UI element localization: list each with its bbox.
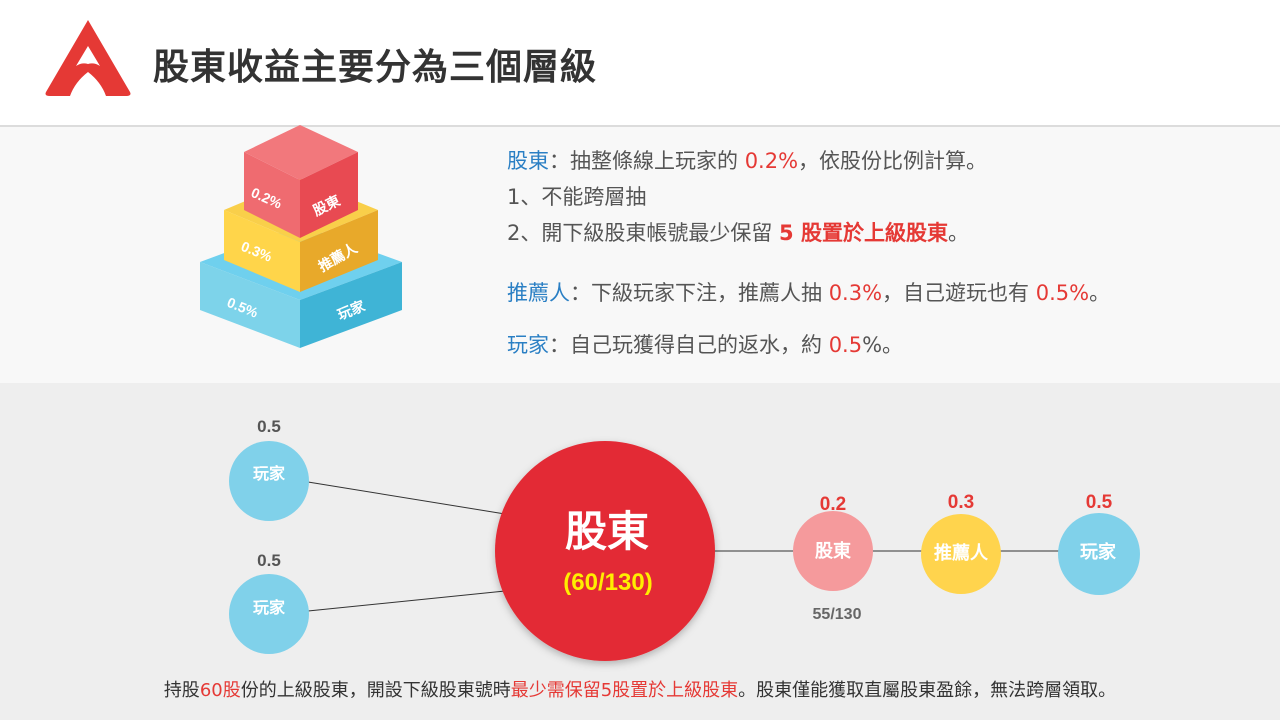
desc-referrer: 推薦人：下級玩家下注，推薦人抽 0.3%，自己遊玩也有 0.5%。 bbox=[507, 277, 1110, 307]
chain-referrer-label: 推薦人 bbox=[934, 542, 989, 564]
left-player-value: 0.5 bbox=[257, 551, 281, 570]
connector-line bbox=[307, 481, 506, 515]
logo-icon bbox=[45, 20, 131, 96]
footer-text-3: 。股東僅能獲取直屬股東盈餘，無法跨層領取。 bbox=[738, 680, 1117, 701]
footer-highlight-1: 60股 bbox=[199, 680, 241, 701]
desc-rule-2-text1: 2、開下級股東帳號最少保留 bbox=[507, 221, 780, 245]
chain-referrer-value: 0.3 bbox=[948, 492, 974, 513]
hierarchy-diagram: 0.5 玩家 0.5 玩家 股東 (60/130) 0.2 股東 55/130 … bbox=[229, 417, 1140, 661]
header: 股東收益主要分為三個層級 bbox=[0, 0, 1280, 127]
desc-shareholder-value: 0.2% bbox=[744, 149, 799, 173]
desc-shareholder-text2: ，依股份比例計算。 bbox=[798, 149, 988, 173]
chain-player-node: 0.5 玩家 bbox=[1058, 492, 1140, 595]
desc-player-text2: %。 bbox=[862, 333, 904, 357]
desc-shareholder-text1: ：抽整條線上玩家的 bbox=[549, 149, 745, 173]
page-title: 股東收益主要分為三個層級 bbox=[153, 47, 598, 88]
desc-player-value: 0.5 bbox=[828, 333, 863, 357]
desc-shareholder-label: 股東 bbox=[507, 149, 549, 173]
main-shareholder-shares: (60/130) bbox=[563, 569, 652, 596]
footer-note: 持股60股份的上級股東，開設下級股東號時最少需保留5股置於上級股東。股東僅能獲取… bbox=[0, 676, 1280, 702]
chain-shareholder-label: 股東 bbox=[814, 540, 851, 562]
chain-shareholder-shares: 55/130 bbox=[813, 606, 862, 623]
chain-shareholder-node: 0.2 股東 55/130 bbox=[793, 494, 873, 623]
desc-rule-2-text2: 。 bbox=[947, 221, 969, 245]
desc-referrer-label: 推薦人 bbox=[507, 281, 570, 305]
footer-text-2: 份的上級股東，開設下級股東號時 bbox=[240, 680, 511, 701]
pyramid-level-shareholder: 0.2% 股東 bbox=[244, 125, 358, 238]
left-player-node: 0.5 玩家 bbox=[229, 417, 309, 521]
desc-rule-1: 1、不能跨層抽 bbox=[507, 185, 647, 209]
description-section bbox=[0, 127, 1280, 383]
desc-referrer-value1: 0.3% bbox=[828, 281, 883, 305]
desc-referrer-text1: ：下級玩家下注，推薦人抽 bbox=[570, 281, 829, 305]
commission-pyramid: 0.5% 玩家 0.3% 推薦人 0.2% 股東 bbox=[200, 125, 402, 348]
chain-player-value: 0.5 bbox=[1086, 492, 1113, 513]
connector-line bbox=[307, 590, 506, 612]
chain-player-label: 玩家 bbox=[1080, 541, 1117, 563]
main-shareholder-node: 股東 (60/130) bbox=[495, 441, 715, 661]
chain-referrer-node: 0.3 推薦人 bbox=[921, 492, 1001, 594]
left-player-value: 0.5 bbox=[257, 417, 281, 436]
left-player-node: 0.5 玩家 bbox=[229, 551, 309, 654]
left-player-label: 玩家 bbox=[253, 464, 286, 483]
desc-rule-2-bold: 5 股置於上級股東 bbox=[779, 221, 948, 245]
chain-shareholder-value: 0.2 bbox=[820, 494, 846, 515]
main-shareholder-label: 股東 bbox=[565, 507, 649, 556]
desc-rule-2: 2、開下級股東帳號最少保留 5 股置於上級股東。 bbox=[507, 217, 969, 247]
footer-text-1: 持股 bbox=[163, 680, 200, 701]
desc-referrer-text3: 。 bbox=[1089, 281, 1111, 305]
desc-shareholder: 股東：抽整條線上玩家的 0.2%，依股份比例計算。 bbox=[507, 145, 987, 175]
desc-player-text1: ：自己玩獲得自己的返水，約 bbox=[549, 333, 829, 357]
footer-highlight-2: 最少需保留5股置於上級股東 bbox=[510, 680, 739, 701]
desc-referrer-text2: ，自己遊玩也有 bbox=[882, 281, 1036, 305]
left-player-label: 玩家 bbox=[253, 598, 286, 617]
desc-player: 玩家：自己玩獲得自己的返水，約 0.5%。 bbox=[507, 329, 903, 359]
desc-player-label: 玩家 bbox=[507, 333, 549, 357]
desc-referrer-value2: 0.5% bbox=[1035, 281, 1090, 305]
